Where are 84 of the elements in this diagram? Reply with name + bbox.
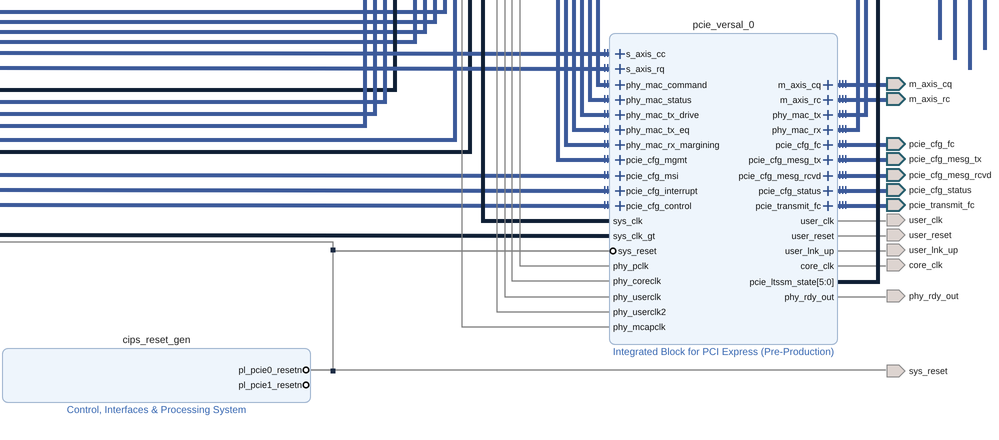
pin-label: pcie_cfg_interrupt bbox=[610, 184, 698, 198]
wire-connection bbox=[837, 0, 868, 117]
pin-label: user_clk bbox=[800, 214, 837, 228]
wire-connection bbox=[837, 0, 880, 284]
wire-connection bbox=[837, 220, 886, 222]
wire-connection bbox=[564, 0, 610, 147]
wire-connection bbox=[461, 0, 610, 328]
wire-connection bbox=[837, 235, 886, 237]
pin-label: s_axis_cc bbox=[610, 47, 666, 61]
port-label: pcie_cfg_fc bbox=[909, 139, 955, 149]
pin-label: pcie_cfg_mgmt bbox=[610, 153, 688, 167]
pin-label: sys_clk_gt bbox=[610, 229, 656, 243]
pin-label: core_clk bbox=[800, 259, 837, 273]
wire-connection bbox=[481, 0, 610, 223]
wire-connection bbox=[0, 66, 610, 71]
pin-label: sys_clk bbox=[610, 214, 643, 228]
wire-connection bbox=[837, 174, 886, 178]
pin-label: phy_mac_tx_drive bbox=[610, 108, 700, 122]
wire-connection bbox=[837, 265, 886, 267]
wire-connection bbox=[0, 173, 610, 178]
port-label: m_axis_cq bbox=[909, 79, 952, 89]
pin-label: pcie_cfg_mesg_tx bbox=[748, 153, 837, 167]
pin-label: pl_pcie0_resetn bbox=[238, 363, 310, 377]
wire-connection bbox=[837, 158, 886, 162]
wire-connection bbox=[596, 0, 610, 87]
pin-label: sys_reset bbox=[610, 244, 657, 258]
pin-label: pcie_cfg_msi bbox=[610, 169, 679, 183]
pin-label: phy_userclk2 bbox=[610, 305, 666, 319]
port-label: pcie_transmit_fc bbox=[909, 200, 975, 210]
wire-connection bbox=[837, 143, 886, 147]
pin-label: user_reset bbox=[791, 229, 837, 243]
block-name: cips_reset_gen bbox=[122, 335, 192, 346]
wire-connection bbox=[0, 203, 610, 208]
port-label: m_axis_rc bbox=[909, 94, 950, 104]
block-caption: Control, Interfaces & Processing System bbox=[66, 405, 248, 416]
pin-label: user_lnk_up bbox=[784, 244, 837, 258]
wire-connection bbox=[0, 233, 610, 238]
port-label: pcie_cfg_mesg_tx bbox=[909, 154, 982, 164]
pin-label: s_axis_rq bbox=[610, 62, 665, 76]
port-label: user_lnk_up bbox=[909, 245, 958, 255]
port-label: user_reset bbox=[909, 230, 952, 240]
wire-connection bbox=[837, 250, 886, 252]
pin-label: phy_mac_status bbox=[610, 93, 692, 107]
pin-label: phy_mac_rx_margining bbox=[610, 138, 720, 152]
pin-label: phy_mcapclk bbox=[610, 320, 666, 334]
wire-connection bbox=[580, 0, 610, 117]
pin-label: phy_mac_tx bbox=[772, 108, 837, 122]
port-label: user_clk bbox=[909, 215, 943, 225]
wire-connection bbox=[837, 98, 886, 102]
pin-label: phy_mac_rx bbox=[772, 123, 837, 137]
wire-connection bbox=[837, 83, 886, 87]
wire-connection bbox=[837, 189, 886, 193]
port-label: phy_rdy_out bbox=[909, 291, 959, 301]
wire-connection bbox=[572, 0, 610, 132]
wire-connection bbox=[0, 51, 610, 56]
wire-connection bbox=[310, 369, 886, 371]
port-label: sys_reset bbox=[909, 366, 948, 376]
pin-label: phy_pclk bbox=[610, 259, 649, 273]
pin-label: phy_coreclk bbox=[610, 274, 662, 288]
wire-connection bbox=[0, 188, 610, 193]
pin-label: pl_pcie1_resetn bbox=[238, 378, 310, 392]
port-label: core_clk bbox=[909, 260, 943, 270]
wire-connection bbox=[837, 204, 886, 208]
wire-connection bbox=[0, 241, 610, 252]
pin-label: m_axis_cq bbox=[778, 78, 837, 92]
pin-label: phy_mac_tx_eq bbox=[610, 123, 690, 137]
pin-label: pcie_transmit_fc bbox=[755, 199, 837, 213]
pin-label: pcie_cfg_control bbox=[610, 199, 692, 213]
wire-connection bbox=[837, 296, 886, 298]
pin-label: phy_mac_command bbox=[610, 78, 708, 92]
wire-connection bbox=[556, 0, 610, 162]
pin-label: pcie_cfg_mesg_rcvd bbox=[738, 169, 837, 183]
pin-label: pcie_cfg_fc bbox=[775, 138, 837, 152]
pin-label: pcie_ltssm_state[5:0] bbox=[749, 275, 837, 289]
block-name: pcie_versal_0 bbox=[692, 20, 756, 31]
pin-label: phy_userclk bbox=[610, 290, 662, 304]
pin-label: m_axis_rc bbox=[780, 93, 837, 107]
pin-label: phy_rdy_out bbox=[784, 290, 837, 304]
port-label: pcie_cfg_mesg_rcvd bbox=[909, 170, 992, 180]
wire-connection bbox=[837, 0, 860, 132]
block-caption: Integrated Block for PCI Express (Pre-Production) bbox=[612, 347, 836, 358]
port-label: pcie_cfg_status bbox=[909, 185, 972, 195]
wire-connection bbox=[588, 0, 610, 102]
pin-label: pcie_cfg_status bbox=[758, 184, 837, 198]
